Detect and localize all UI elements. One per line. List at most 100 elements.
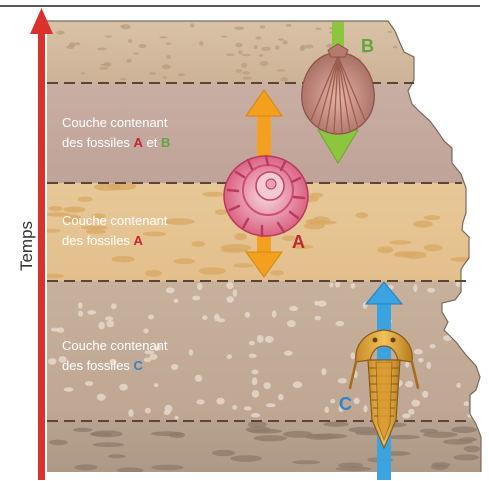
sediment-grain [426,362,431,369]
sediment-grain [202,315,207,320]
sediment-grain [64,387,74,391]
sediment-grain [234,26,244,30]
sediment-grain [264,382,271,389]
sediment-grain [266,403,276,407]
sediment-grain [99,67,108,70]
sediment-grain [278,38,284,41]
sediment-grain [467,329,475,337]
sediment-grain [389,240,412,244]
sediment-grain [162,64,171,69]
sediment-grain [418,358,424,363]
sediment-grain [257,335,264,343]
sediment-grain [363,405,367,412]
ammonite-icon [224,156,308,236]
sediment-grain [312,433,348,438]
layer-label-2-line2: des fossiles A [62,233,144,248]
sediment-grain [428,75,434,80]
sediment-grain [196,400,204,405]
sediment-grain [355,212,368,218]
sediment-grain [338,463,363,469]
sediment-grain [164,410,171,415]
sediment-grain [461,57,467,60]
layer-label-1-line1: Couche contenant [62,115,168,130]
sediment-grain [217,318,225,322]
sediment-grain [234,233,246,240]
sediment-grain [171,364,178,370]
sediment-grain [197,283,203,290]
sediment-grain [165,218,195,225]
sediment-grain [111,256,134,262]
sediment-grain [242,54,251,56]
sediment-grain [261,47,270,51]
sediment-grain [413,221,433,228]
sediment-grain [354,398,360,405]
sediment-grain [270,270,284,275]
sediment-grain [249,354,257,358]
sediment-grain [221,36,227,38]
sediment-grain [467,306,472,310]
sediment-grain [450,257,481,262]
sediment-grain [432,462,451,467]
sediment-grain [283,40,288,44]
sediment-grain [145,408,151,414]
sediment-grain [202,192,224,197]
sediment-grain [97,394,106,401]
sediment-grain [404,32,410,35]
sediment-grain [403,251,426,259]
sediment-grain [174,258,195,264]
sediment-grain [120,25,124,27]
sediment-grain [255,36,261,40]
sediment-grain [244,406,252,410]
sediment-grain [423,244,442,251]
sediment-grain [221,248,248,252]
sediment-grain [195,375,202,382]
sediment-grain [308,220,337,224]
time-axis-line [38,30,45,480]
sediment-grain [441,57,450,61]
sediment-grain [192,296,200,301]
sediment-grain [429,344,435,348]
sediment-grain [159,36,167,38]
layer-label-1-line2: des fossiles A et B [62,135,170,150]
sediment-grain [469,281,474,288]
sediment-grain [235,43,242,48]
letter-a: A [134,233,144,248]
sediment-grain [49,206,63,211]
sediment-grain [277,69,286,71]
sediment-grain [238,50,242,55]
sediment-grain [283,431,313,438]
sediment-grain [405,361,409,367]
sediment-grain [73,428,93,432]
sediment-grain [424,215,441,220]
sediment-grain [251,370,258,375]
sediment-grain [49,440,68,446]
sediment-grain [252,377,258,385]
layer-label-3-line1: Couche contenant [62,338,168,353]
sediment-grain [117,467,144,473]
sediment-grain [120,78,127,81]
sediment-grain [300,46,305,51]
fossil-a-label: A [292,232,305,252]
sediment-grain [94,184,121,191]
sediment-grain [233,289,238,297]
sediment-grain [461,51,465,54]
sediment-grain [254,45,258,49]
sediment-grain [422,391,428,398]
sediment-grain [464,401,469,406]
sediment-grain [457,41,464,44]
sediment-grain [286,24,292,27]
sediment-grain [314,316,321,321]
sediment-grain [265,336,274,343]
sediment-grain [275,45,280,50]
sediment-grain [105,316,113,320]
sediment-grain [323,422,349,427]
sediment-grain [81,72,85,74]
sediment-grain [472,338,482,344]
sediment-grain [338,378,347,383]
sediment-grain [241,63,247,68]
sediment-grain [97,48,107,51]
sediment-grain [174,298,179,303]
sediment-grain [212,450,235,456]
sediment-grain [427,288,435,293]
sediment-grain [163,76,167,79]
